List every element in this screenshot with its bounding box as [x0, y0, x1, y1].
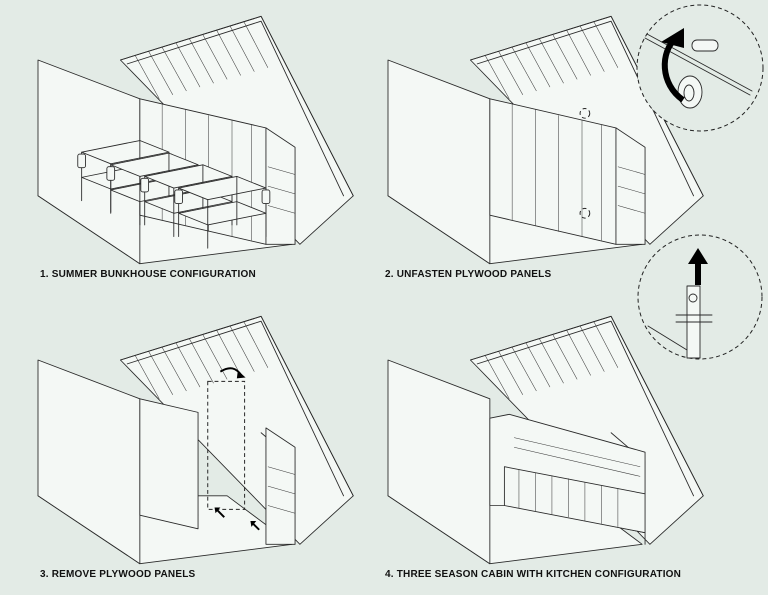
panel-1-bunkhouse [37, 15, 354, 265]
caption-panel-2: 2. UNFASTEN PLYWOOD PANELS [385, 269, 552, 280]
caption-panel-4: 4. THREE SEASON CABIN WITH KITCHEN CONFI… [385, 569, 682, 580]
caption-panel-3: 3. REMOVE PLYWOOD PANELS [40, 569, 196, 580]
panel-2-unfasten [387, 15, 704, 265]
panel-4-kitchen [387, 315, 704, 565]
panel-3-remove [37, 315, 354, 565]
fastener-marker-top [579, 108, 591, 119]
removed-panel-outline [207, 380, 246, 510]
detail-circle-top [636, 4, 764, 132]
fastener-marker-bottom [579, 207, 591, 219]
caption-panel-1: 1. SUMMER BUNKHOUSE CONFIGURATION [40, 269, 256, 280]
kitchen-cabinets [489, 413, 646, 534]
detail-circle-bottom [637, 234, 763, 360]
slide-arrow-icon [216, 509, 225, 518]
